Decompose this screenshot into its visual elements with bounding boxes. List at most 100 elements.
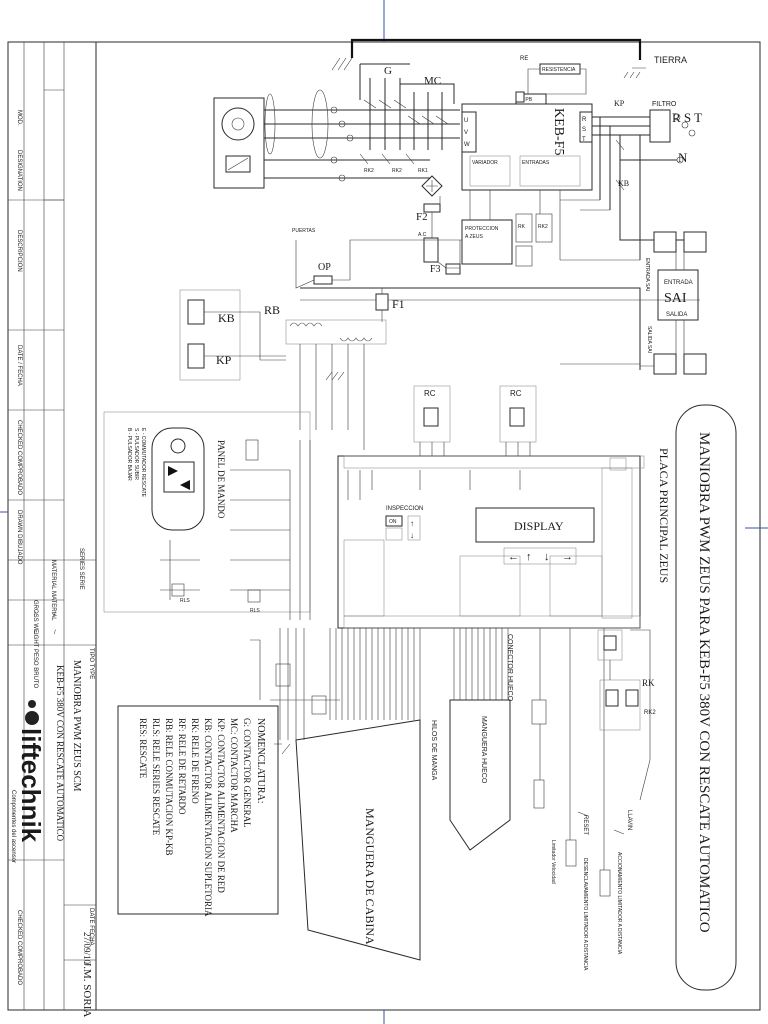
svg-text:S: S [582,127,586,133]
relay-block: PUERTAS OP F1 RB KB KP [179,228,462,450]
control-board-small [461,219,513,265]
subir-button-icon [168,466,178,476]
kb-coil [187,299,205,325]
legend-item: RK: RELE DE FRENO [190,718,200,804]
fuse-f2-label: F2 [416,211,428,223]
filtro-label: FILTRO [652,101,677,108]
display-label: DISPLAY [514,519,564,533]
svg-text:W: W [464,142,470,148]
svg-text:A ZEUS: A ZEUS [465,234,483,240]
op-label: OP [318,262,331,273]
panel-s-label: S - PULSADOR SUBIR [133,428,139,480]
n-label: N [678,150,688,165]
transformer [285,319,387,345]
legend-item: RES: RESCATE [138,718,148,779]
svg-text:RK2: RK2 [392,168,402,174]
rc-modules: RC RC [413,385,537,456]
puertas-label: PUERTAS [292,228,316,234]
resistencia-label: RESISTENCIA [542,67,576,73]
checked-label: CHECKED COMPROBADO [16,420,22,495]
date-fecha-label: DATE / FECHA [16,345,22,386]
logo-dot-1 [25,711,39,725]
svg-text:/: / [34,612,36,618]
description-label: DESCRIPCION [16,230,22,272]
kp-coil [187,343,205,369]
svg-text:RE: RE [520,56,528,62]
motor-section: G MC RK2 RK2 RK1 [213,63,460,189]
material-label: MATERIAL MATERIAL [50,560,56,621]
svg-text:PA PB: PA PB [518,97,533,103]
panel-pendant [151,427,205,531]
op-breaker [313,275,333,285]
zeus-board: DISPLAY ← ↑ ↓ → INSPECCION ON ↑ ↓ [337,455,645,629]
brand-name: liftechnik [16,728,46,843]
nav-up-icon: ↑ [526,551,532,563]
kb-label: KB [218,311,235,325]
sai-entrada-label: ENTRADA [664,280,693,286]
manguera-cabina-label: MANGUERA DE CABINA [363,808,377,945]
remote-limiter: RK RK2 RESET LLAVIN ACCIONAMIENTO LIMITA… [577,629,656,971]
rb-label: RB [264,303,280,317]
legend-box [117,705,279,915]
author: J.M. SORIA [81,962,93,1017]
keb-f5-block [461,103,593,191]
inspeccion-on-switch [385,515,403,527]
hilos-manga-label: HILOS DE MANGA [430,720,437,781]
drawn-label: DRAWN DIBUJADO [16,510,22,565]
legend-heading: NOMENCLATURA: [255,718,266,804]
conector-hueco-label: CONECTOR HUECO [506,634,513,702]
sai-block [657,269,699,321]
title-block: MOD. DESIGNATION DESCRIPCION DATE / FECH… [8,42,97,1017]
limitador-label: Limitador Velocidad [550,840,556,884]
panel-b-label: B - PULSADOR BAJAR [126,428,132,481]
legend-item: MC: CONTACTOR MARCHA [229,718,239,833]
kp-contact-label: KP [614,99,625,108]
brand-logo: liftechnik Componentes del ascensor [10,700,46,863]
fuse-f3 [445,263,461,275]
svg-text:/: / [54,630,56,636]
display-nav-buttons: ← ↑ ↓ → [503,547,577,565]
svg-text:RLS: RLS [250,608,260,614]
hoist-cable-shape [449,699,511,851]
sai-salida-label: SALIDA [666,312,687,318]
bajar-button-icon [180,480,190,490]
checked-label-2: CHECKED COMPROBADO [16,910,22,985]
diagram-title: MANIOBRA PWM ZEUS PARA KEB-F5 380V CON R… [696,432,712,933]
rst-label: R S T [672,110,702,125]
title-frame [675,404,737,991]
svg-text:VARIADOR: VARIADOR [472,160,498,166]
control-panel: PANEL DE MANDO E - COMMUTADOR RESCATE S … [103,411,311,620]
reset-label: RESET [582,815,588,835]
transformer-small [423,237,439,263]
contactor-g-label: G [384,65,392,77]
entrada-sai-label: ENTRADA SAI [644,258,650,291]
rescue-key-switch [170,438,186,454]
svg-text:U: U [464,118,468,124]
svg-text:T: T [582,137,586,143]
board-subtitle: PLACA PRINCIPAL ZEUS [657,448,671,583]
nav-left-icon: ← [508,551,519,563]
inspeccion-up-icon: ↑ [410,519,414,528]
legend-item: RLS: RELE SERIES RESCATE [151,718,161,836]
board-connector [609,457,627,471]
filter-block [649,109,671,143]
legend-item: RF: RELE DE RETARDO [177,718,187,815]
kp-label: KP [216,353,232,367]
fuse-f1-label: F1 [392,297,405,311]
manguera-hueco-label: MANGUERA HUECO [480,716,487,784]
legend-item: KP: CONTACTOR ALIMENTACION DE RED [216,718,226,893]
svg-text:RK: RK [518,224,526,230]
fuse-f1 [375,293,389,311]
legend-item: RB: RELE CONMUTACION KP-KB [164,718,174,856]
svg-text:/: / [34,630,36,636]
rc2-label: RC [510,389,522,398]
bridge-rectifier [421,175,443,197]
svg-text:RK2: RK2 [364,168,374,174]
rk-label: RK [642,678,655,688]
cabin-cable-shape [295,719,421,961]
svg-text:A.C: A.C [418,232,427,238]
